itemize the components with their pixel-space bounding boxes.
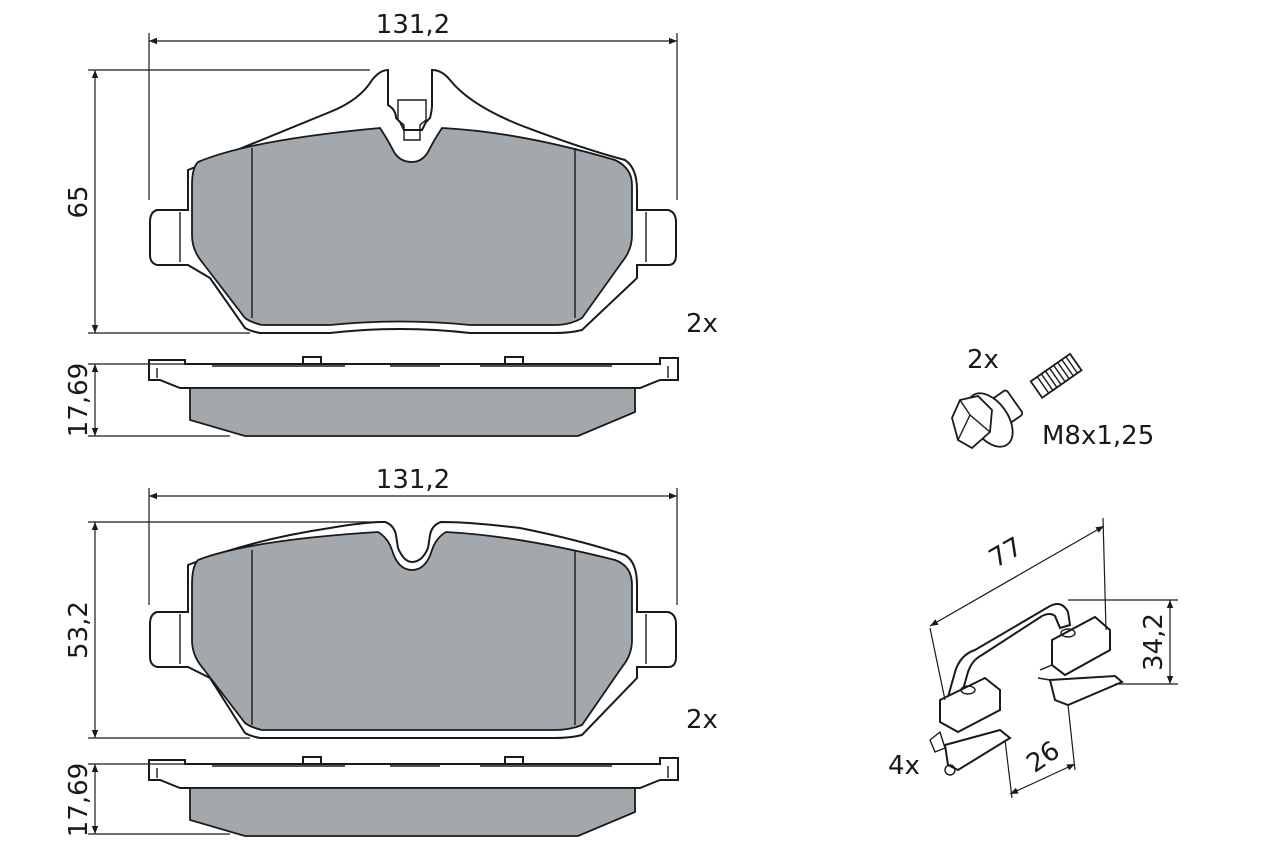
pad-bottom-side-view bbox=[148, 756, 679, 837]
pad-top-friction-material bbox=[191, 127, 633, 326]
pad-top-quantity: 2x bbox=[686, 309, 718, 339]
pad-bottom-quantity: 2x bbox=[686, 705, 718, 735]
bolt-quantity: 2x bbox=[967, 345, 999, 375]
clip-width-dimension: 26 bbox=[1004, 704, 1076, 799]
clip-height-label: 34,2 bbox=[1139, 613, 1169, 671]
pad-bottom-height-dimension: 53,2 bbox=[64, 521, 380, 739]
pad-top-thickness-dimension: 17,69 bbox=[64, 363, 230, 437]
pad-top-front-view bbox=[149, 68, 677, 334]
clip-quantity: 4x bbox=[888, 751, 920, 781]
bolt-thread-label: M8x1,25 bbox=[1042, 421, 1154, 451]
pad-top-height-dimension: 65 bbox=[64, 69, 370, 334]
pad-bottom-friction-material bbox=[191, 531, 633, 731]
pad-bottom-height-label: 53,2 bbox=[64, 601, 94, 659]
pad-top-width-label: 131,2 bbox=[376, 10, 450, 40]
pad-top-thickness-label: 17,69 bbox=[64, 363, 94, 437]
pad-bottom-front-view bbox=[149, 520, 677, 739]
pad-top-side-view bbox=[148, 356, 679, 437]
pad-top-height-label: 65 bbox=[64, 185, 94, 218]
pad-bottom-thickness-label: 17,69 bbox=[64, 763, 94, 837]
clip-icon bbox=[929, 603, 1124, 776]
pad-bottom-width-label: 131,2 bbox=[376, 465, 450, 495]
clip-width-label: 26 bbox=[1021, 736, 1065, 780]
pad-bottom-width-dimension: 131,2 bbox=[148, 465, 678, 605]
pad-bottom-thickness-dimension: 17,69 bbox=[64, 763, 230, 837]
bolt-icon bbox=[951, 352, 1083, 450]
clip-length-label: 77 bbox=[984, 532, 1028, 575]
clip-height-dimension: 34,2 bbox=[1068, 599, 1178, 685]
pad-top-width-dimension: 131,2 bbox=[148, 10, 678, 200]
